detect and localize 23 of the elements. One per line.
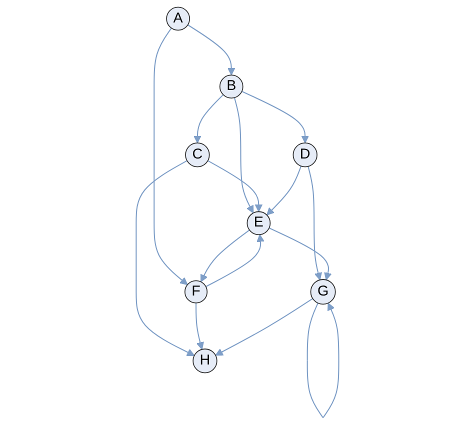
arrow bbox=[214, 298, 313, 356]
node-circle: F bbox=[184, 280, 208, 304]
node-circle: C bbox=[184, 142, 210, 168]
arrow bbox=[207, 160, 262, 212]
node-circle: E bbox=[246, 211, 270, 236]
arrow bbox=[241, 90, 309, 144]
arrow bbox=[153, 28, 188, 286]
arrow bbox=[307, 166, 322, 280]
arrow bbox=[205, 234, 264, 288]
node-circle: A bbox=[166, 6, 190, 31]
arrow bbox=[193, 94, 224, 144]
node-circle: B bbox=[218, 74, 243, 99]
arrow bbox=[306, 302, 339, 418]
arrow bbox=[200, 230, 250, 282]
arrow bbox=[233, 98, 254, 214]
arrow bbox=[135, 160, 194, 356]
arrow bbox=[187, 24, 235, 76]
arrow bbox=[268, 227, 332, 280]
node-circle: H bbox=[192, 348, 217, 374]
node-circle: G bbox=[310, 279, 336, 305]
arrow bbox=[195, 302, 204, 350]
node-circle: D bbox=[292, 142, 317, 168]
arrow bbox=[266, 166, 302, 216]
